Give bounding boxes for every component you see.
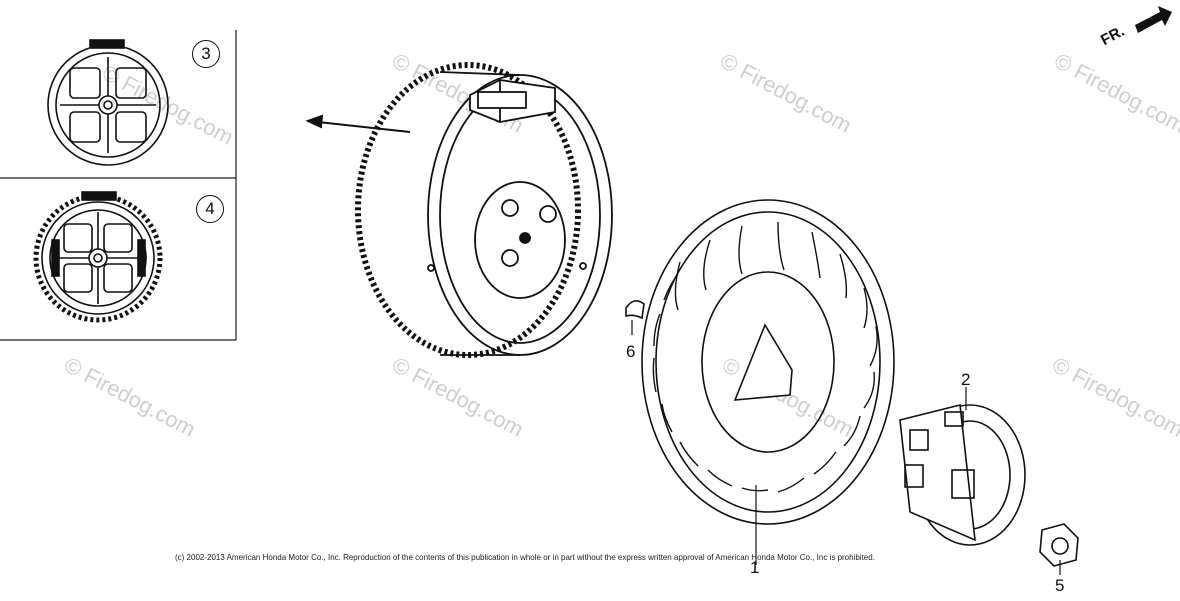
variant-3-label: 3 (192, 40, 220, 68)
callout-key: 6 (626, 342, 636, 361)
copyright-notice: (c) 2002-2013 American Honda Motor Co., … (175, 553, 875, 562)
callout-pulley: 2 (961, 370, 971, 389)
callout-fan: 1 (750, 558, 760, 577)
callout-nut: 5 (1055, 576, 1065, 595)
flywheel-variant-3-drawing (47, 39, 169, 166)
flywheel-drawing (355, 62, 613, 358)
variant-4-label: 4 (196, 195, 224, 223)
leader-lines (631, 320, 1061, 575)
nut-drawing (1039, 523, 1079, 567)
flywheel-variant-4-drawing (33, 191, 163, 323)
front-direction-arrow (1135, 6, 1172, 33)
key-drawing (625, 300, 645, 320)
variant-arrow (305, 114, 411, 133)
fan-drawing (641, 199, 895, 525)
pulley-drawing (899, 404, 1026, 546)
variant-panel-lines (0, 30, 237, 341)
